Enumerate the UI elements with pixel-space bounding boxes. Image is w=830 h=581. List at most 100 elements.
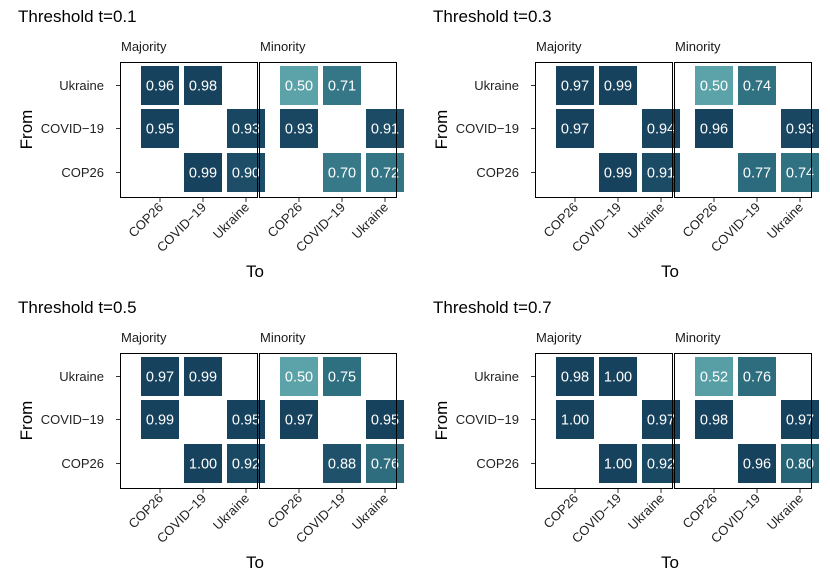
cell-value-label: 0.98 <box>561 370 589 386</box>
cell-value-label: 0.96 <box>743 457 771 473</box>
heatmap-cell <box>599 153 637 192</box>
cell-value-label: 1.00 <box>604 457 632 473</box>
cell-value-label: 0.95 <box>371 413 399 429</box>
panel-title: Threshold t=0.1 <box>18 7 137 26</box>
cell-value-label: 0.97 <box>647 413 675 429</box>
y-tick-label: COP26 <box>61 165 104 180</box>
cell-value-label: 0.98 <box>700 413 728 429</box>
heatmap-cell <box>366 444 404 483</box>
heatmap-cell <box>280 109 318 148</box>
facet-frame <box>674 62 812 198</box>
heatmap-cell <box>184 153 222 192</box>
heatmap-cell <box>556 357 594 396</box>
heatmap-cell <box>695 400 733 439</box>
cell-value-label: 0.70 <box>328 166 356 182</box>
facet-frame <box>535 62 673 198</box>
x-tick-label: Ukraine <box>210 200 252 242</box>
cell-value-label: 0.99 <box>146 413 174 429</box>
facet-frame <box>259 62 397 198</box>
x-tick-label: Ukraine <box>625 200 667 242</box>
cell-value-label: 0.93 <box>232 122 260 138</box>
heatmap-cell <box>227 109 265 148</box>
y-tick-label: Ukraine <box>474 78 519 93</box>
heatmap-cell <box>781 109 819 148</box>
y-tick-label: COP26 <box>476 165 519 180</box>
x-tick-label: Ukraine <box>625 491 667 533</box>
cell-value-label: 1.00 <box>604 370 632 386</box>
heatmap-cell <box>738 444 776 483</box>
heatmap-cell <box>556 66 594 105</box>
cell-value-label: 0.97 <box>561 79 589 95</box>
heatmap-cell <box>642 109 680 148</box>
facet-label-minority: Minority <box>675 330 721 345</box>
y-axis-title: From <box>17 110 36 150</box>
x-tick-label: COP26 <box>264 200 305 241</box>
heatmap-cell <box>556 400 594 439</box>
cell-value-label: 0.74 <box>743 79 771 95</box>
heatmap-cell <box>695 66 733 105</box>
cell-value-label: 0.80 <box>786 457 814 473</box>
x-tick-label: COP26 <box>264 491 305 532</box>
cell-value-label: 0.74 <box>786 166 814 182</box>
y-tick-label: COVID−19 <box>41 121 104 136</box>
heatmap-cell <box>227 444 265 483</box>
x-tick-label: Ukraine <box>764 200 806 242</box>
heatmap-cell <box>738 153 776 192</box>
cell-value-label: 0.93 <box>285 122 313 138</box>
cell-value-label: 0.92 <box>232 457 260 473</box>
cell-value-label: 0.92 <box>647 457 675 473</box>
facet-frame <box>259 353 397 489</box>
panel-1: Threshold t=0.1FromUkraineCOVID−19COP26M… <box>17 7 404 281</box>
heatmap-cell <box>738 357 776 396</box>
cell-value-label: 0.94 <box>647 122 675 138</box>
heatmap-cell <box>323 444 361 483</box>
cell-value-label: 0.97 <box>285 413 313 429</box>
heatmap-cell <box>599 66 637 105</box>
y-tick-label: Ukraine <box>59 78 104 93</box>
heatmap-cell <box>323 357 361 396</box>
facet-frame <box>535 353 673 489</box>
x-tick-label: COP26 <box>125 491 166 532</box>
facet-label-majority: Majority <box>536 330 582 345</box>
heatmap-cell <box>227 400 265 439</box>
heatmap-cell <box>781 153 819 192</box>
heatmap-cell <box>141 357 179 396</box>
heatmap-cell <box>184 66 222 105</box>
cell-value-label: 0.95 <box>232 413 260 429</box>
panel-4: Threshold t=0.7FromUkraineCOVID−19COP26M… <box>432 298 819 572</box>
cell-value-label: 0.99 <box>604 79 632 95</box>
y-axis-title: From <box>17 401 36 441</box>
heatmap-cell <box>642 400 680 439</box>
cell-value-label: 0.99 <box>604 166 632 182</box>
heatmap-cell <box>556 109 594 148</box>
heatmap-cell <box>280 357 318 396</box>
cell-value-label: 0.72 <box>371 166 399 182</box>
cell-value-label: 1.00 <box>561 413 589 429</box>
heatmap-cell <box>141 66 179 105</box>
facet-label-minority: Minority <box>260 330 306 345</box>
heatmap-cell <box>695 357 733 396</box>
cell-value-label: 0.75 <box>328 370 356 386</box>
y-tick-label: COP26 <box>61 456 104 471</box>
x-tick-label: Ukraine <box>349 491 391 533</box>
facet-frame <box>120 62 258 198</box>
y-axis-title: From <box>432 110 451 150</box>
panel-2: Threshold t=0.3FromUkraineCOVID−19COP26M… <box>432 7 819 281</box>
y-tick-label: COVID−19 <box>456 412 519 427</box>
heatmap-cell <box>184 357 222 396</box>
facet-label-majority: Majority <box>121 39 167 54</box>
cell-value-label: 0.93 <box>786 122 814 138</box>
panel-title: Threshold t=0.5 <box>18 298 137 317</box>
y-tick-label: COP26 <box>476 456 519 471</box>
x-axis-title: To <box>661 553 679 572</box>
cell-value-label: 0.91 <box>371 122 399 138</box>
cell-value-label: 0.96 <box>700 122 728 138</box>
facet-frame <box>674 353 812 489</box>
cell-value-label: 0.50 <box>285 79 313 95</box>
heatmap-cell <box>599 357 637 396</box>
cell-value-label: 0.90 <box>232 166 260 182</box>
x-axis-title: To <box>246 553 264 572</box>
heatmap-cell <box>280 400 318 439</box>
heatmap-cell <box>366 109 404 148</box>
cell-value-label: 0.99 <box>189 166 217 182</box>
